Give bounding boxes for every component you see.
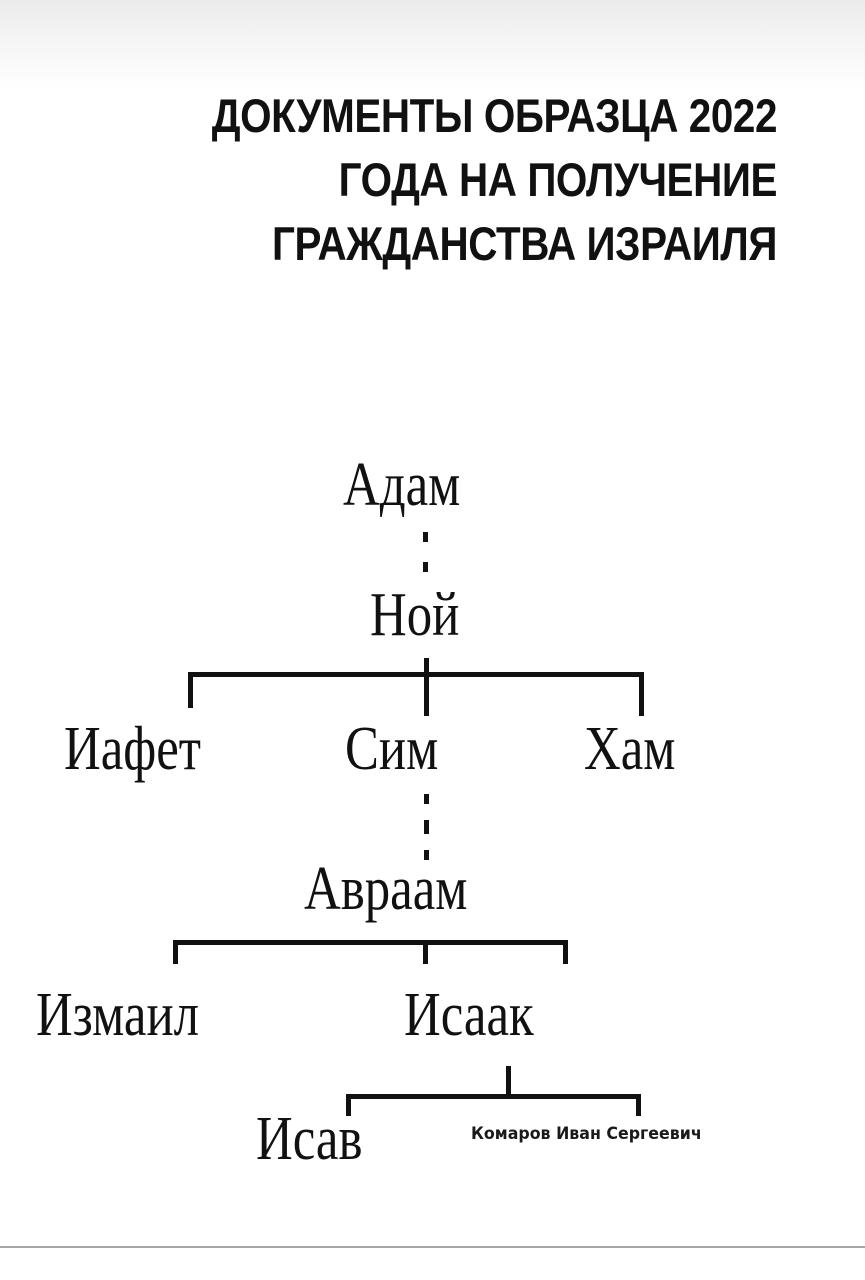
tree-node-ham: Хам	[584, 715, 676, 783]
headline: ДОКУМЕНТЫ ОБРАЗЦА 2022 ГОДА НА ПОЛУЧЕНИЕ…	[158, 84, 778, 276]
bracket-right-leg	[563, 940, 568, 964]
tree-node-esau: Исав	[256, 1105, 363, 1173]
tree-node-komarov: Комаров Иван Сергеевич	[471, 1124, 702, 1144]
headline-line-1: ДОКУМЕНТЫ ОБРАЗЦА 2022	[211, 89, 778, 142]
bracket-left-leg	[188, 672, 193, 708]
bracket-right-leg	[636, 1094, 641, 1116]
bracket-horizontal	[173, 940, 568, 945]
bracket-left-leg	[346, 1094, 351, 1116]
bracket-left-leg	[173, 940, 178, 964]
bracket-right-leg	[639, 672, 644, 716]
tree-node-abraham: Авраам	[304, 855, 468, 923]
bracket-middle-leg	[424, 672, 429, 716]
headline-line-3: ГРАЖДАНСТВА ИЗРАИЛЯ	[272, 217, 777, 270]
tree-node-japheth: Иафет	[64, 715, 202, 783]
top-gradient-band	[0, 0, 865, 90]
headline-line-2: ГОДА НА ПОЛУЧЕНИЕ	[338, 153, 778, 206]
tree-node-ishmael: Измаил	[36, 981, 200, 1049]
dotted-connector	[424, 820, 429, 834]
bracket-middle-leg	[423, 940, 428, 964]
tree-node-shem: Сим	[345, 715, 439, 783]
dotted-connector	[424, 850, 429, 860]
dotted-connector	[423, 562, 428, 572]
dotted-connector	[423, 532, 428, 542]
tree-node-noah: Ной	[370, 581, 460, 649]
dotted-connector	[424, 794, 429, 804]
bracket-horizontal	[346, 1094, 641, 1099]
bracket-stem	[506, 1066, 511, 1096]
tree-node-adam: Адам	[343, 451, 461, 519]
bracket-horizontal	[188, 672, 644, 677]
bottom-divider	[0, 1246, 865, 1248]
tree-node-isaac: Исаак	[404, 981, 534, 1049]
